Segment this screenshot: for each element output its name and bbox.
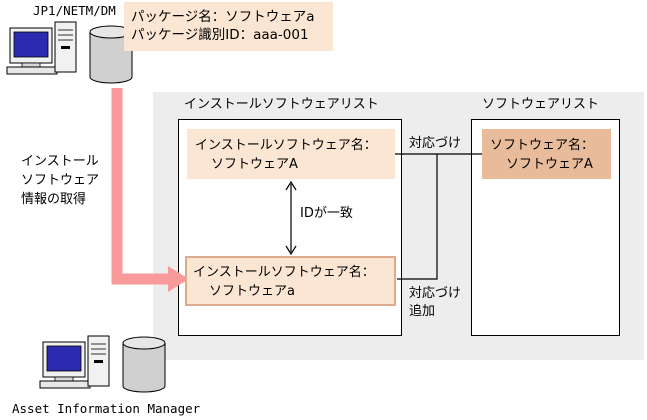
package-id-line: パッケージ識別ID：aaa-001: [131, 27, 309, 43]
package-info-box: パッケージ名：ソフトウェアa パッケージ識別ID：aaa-001: [124, 2, 333, 51]
link-existing-label: 対応づけ: [409, 136, 462, 151]
install-entry-name-value: ソフトウェアA: [211, 157, 298, 172]
acquire-label-line: インストール: [21, 154, 99, 169]
id-match-arrow: [285, 180, 297, 256]
acquire-arrow: [111, 88, 189, 292]
package-name-line: パッケージ名：ソフトウェアa: [131, 9, 315, 25]
link-added-label: 対応づけ 追加: [409, 285, 461, 321]
software-entry-name-value: ソフトウェアA: [506, 157, 593, 172]
top-system-label: JP1/NETM/DM: [33, 3, 116, 18]
top-database-icon: [89, 25, 133, 84]
install-entry-software-a: インストールソフトウェア名： ソフトウェアA: [187, 129, 395, 179]
install-list-title: インストールソフトウェアリスト: [184, 97, 379, 112]
link-added-line: [397, 154, 438, 280]
bottom-system-label: Asset Information Manager: [12, 401, 201, 416]
software-entry: ソフトウェア名： ソフトウェアA: [482, 129, 611, 179]
link-added-label-line: 対応づけ: [409, 286, 462, 301]
install-entry-software-new: インストールソフトウェア名： ソフトウェアa: [185, 256, 396, 306]
install-entry-name-label: インストールソフトウェア名：: [193, 265, 375, 280]
software-entry-name-label: ソフトウェア名：: [490, 138, 595, 153]
link-added-label-line: 追加: [409, 304, 436, 319]
acquire-label-line: ソフトウェア: [21, 173, 100, 188]
acquire-label: インストール ソフトウェア 情報の取得: [21, 152, 99, 209]
bottom-database-icon: [122, 336, 166, 393]
acquire-label-line: 情報の取得: [21, 192, 87, 207]
software-list-title: ソフトウェアリスト: [482, 97, 600, 112]
bottom-computer-icon: [39, 335, 110, 389]
top-computer-icon: [6, 21, 77, 75]
install-entry-name-label: インストールソフトウェア名：: [195, 138, 377, 153]
install-entry-name-value: ソフトウェアa: [209, 284, 295, 299]
id-match-label: IDが一致: [300, 206, 353, 221]
